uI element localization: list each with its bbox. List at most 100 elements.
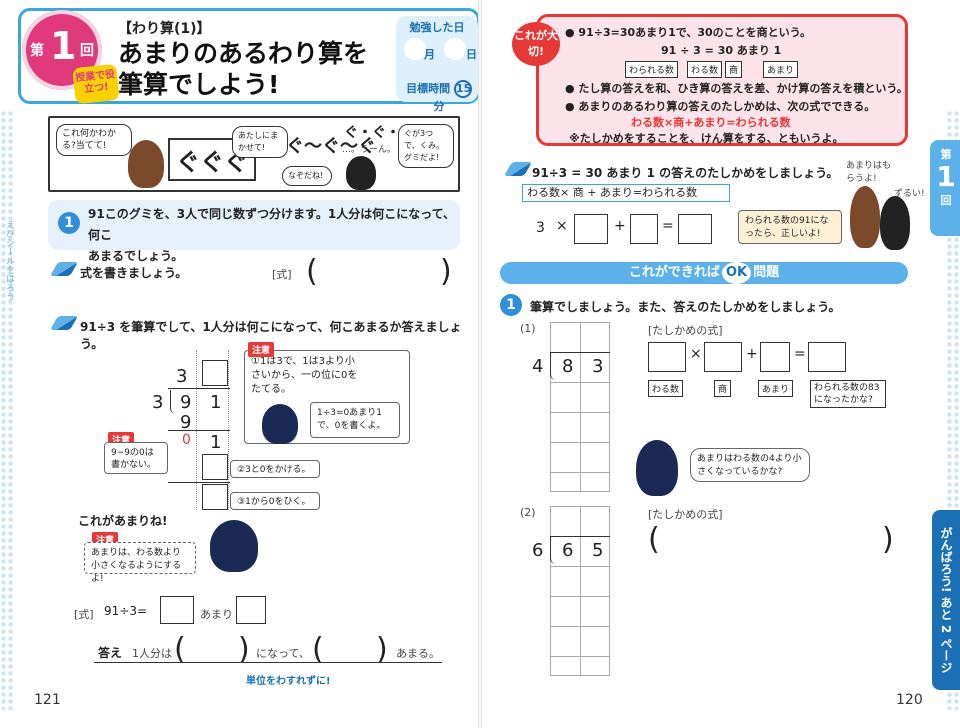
dividend-8: 8 [562, 356, 574, 377]
month-circle[interactable] [404, 38, 426, 60]
girl-thinking-illustration [636, 440, 678, 496]
question-line-2: あまるでしょう。 [88, 249, 184, 263]
important-line-2: 91 ÷ 3 = 30 あまり 1 [661, 44, 782, 57]
check-remainder-box[interactable] [630, 214, 658, 244]
sfx-gu-wave: ぐ〜ぐ〜ぐ [286, 136, 376, 157]
check-label-2: [たしかめの式] [648, 508, 723, 521]
check2-answer-area[interactable] [666, 526, 878, 554]
quotient-tens: 3 [176, 366, 188, 387]
remainder-box[interactable] [202, 484, 228, 510]
target-unit: 分 [433, 100, 445, 113]
check-quotient-box[interactable] [574, 214, 608, 244]
page-title: あまりのあるわり算を 筆算でしよう! [118, 38, 368, 100]
paren-open: ( [312, 632, 324, 667]
day-circle[interactable] [444, 38, 466, 60]
dividend-6: 6 [562, 540, 574, 561]
check-result-box[interactable] [678, 214, 712, 244]
work-grid-1[interactable] [550, 322, 610, 492]
pencil-icon [49, 262, 79, 276]
tab-prefix: 第 [940, 148, 952, 161]
quotient-ones-box[interactable] [202, 360, 228, 386]
label-quotient: 商 [725, 61, 743, 78]
ok-bar-suffix: 問題 [753, 265, 780, 280]
paren-open: ( [174, 632, 186, 667]
unit-reminder: 単位をわすれずに! [246, 676, 331, 687]
badge-suffix: 回 [80, 43, 94, 59]
divisor-6: 6 [532, 540, 544, 561]
answer-part2: になって、 [256, 647, 310, 660]
amari-label: あまり [200, 608, 233, 621]
girl-pointing-illustration [262, 404, 298, 444]
remainder-answer-box[interactable] [236, 596, 266, 624]
comic-bubble-2: あたしにまかせて! [232, 126, 288, 158]
study-date-panel: 勉強した日 月 日 目標時間 15 分 [396, 16, 478, 113]
subtraction-line-1 [168, 430, 230, 431]
target-minutes: 15 [453, 80, 472, 98]
page-number-right: 120 [896, 692, 923, 708]
day-label: 日 [466, 48, 477, 61]
boy-illustration [850, 186, 880, 248]
subtraction-line-2 [168, 482, 230, 483]
work-grid-2[interactable] [550, 506, 610, 676]
equals-sign: = [662, 218, 674, 234]
label-remainder: あまり [763, 61, 799, 78]
answer-part1: 1人分は [132, 647, 172, 660]
answer-part3: あまる。 [396, 647, 440, 660]
bring-down-1: 1 [210, 432, 222, 453]
comic-strip: これ何かわかる?当てて! ぐぐぐ あたしにまかせて! ぐ〜ぐ〜ぐ なぞだね! ぐ… [48, 116, 460, 192]
paren-open: ( [648, 522, 660, 557]
check1-label-result: わられる数の83になったかな? [810, 380, 886, 408]
badge-prefix: 第 [30, 43, 44, 59]
quotient-answer-box[interactable] [160, 596, 194, 624]
target-time-label: 目標時間 [406, 82, 451, 95]
left-dot-strip [0, 110, 14, 710]
left-page: えびシールをはろう 第 1 回 授業で役立つ! 【わり算(1)】 あまりのあるわ… [0, 8, 480, 710]
note-step2: ②3と0をかける。 [230, 460, 320, 478]
check1-remainder-box[interactable] [760, 342, 790, 372]
check1-label-quotient: 商 [714, 380, 732, 397]
instruction-check: 91÷3 = 30 あまり 1 の答えのたしかめをしましょう。 [532, 166, 839, 180]
dividend-ones: 1 [210, 392, 222, 413]
plus-sign: + [614, 218, 626, 234]
division-bracket [550, 352, 556, 380]
lesson-badge: 第 1 回 [22, 10, 102, 90]
paren-close: ) [882, 522, 894, 557]
tab-suffix: 回 [940, 194, 952, 207]
check1-divisor-box[interactable] [648, 342, 686, 372]
unwritten-zero: 0 [182, 432, 191, 448]
remainder-count-answer[interactable] [328, 638, 376, 662]
division-bar [550, 352, 610, 353]
sticker-hint: えびシールをはろう [4, 220, 14, 301]
per-person-answer[interactable] [190, 638, 238, 662]
question-number: 1 [500, 294, 522, 316]
remainder-callout: これがあまりね! [78, 514, 168, 528]
paren-close: ) [440, 254, 452, 289]
check1-result-box[interactable] [808, 342, 846, 372]
paren-close: ) [238, 632, 250, 667]
dividend-5: 5 [592, 540, 604, 561]
instruction-write-expression: 式を書きましょう。 [80, 266, 188, 280]
lesson-side-tab: 第 1 回 [930, 140, 960, 236]
product-box[interactable] [202, 454, 228, 480]
sfx-gu-dot: ぐ・ぐ・ぐ [344, 125, 414, 141]
important-badge: これが大切! [512, 22, 560, 66]
check1-quotient-box[interactable] [704, 342, 742, 372]
question-1-box: 1 91このグミを、3人で同じ数ずつ分けます。1人分は何こになって、何こ あまる… [48, 200, 460, 263]
important-line-4: ● あまりのあるわり算の答えのたしかめは、次の式でできる。 [565, 100, 876, 113]
important-box: ● 91÷3=30あまり1で、30のことを商という。 91 ÷ 3 = 30 あ… [536, 14, 908, 146]
paren-open: ( [306, 254, 318, 289]
division-bar [550, 536, 610, 537]
expression-answer-area[interactable] [322, 258, 442, 284]
instruction-long-division: 91÷3 を筆算でして、1人分は何こになって、何こあまるか答えましょう。 [80, 320, 462, 351]
check1-label-divisor: わる数 [648, 380, 684, 397]
studied-label: 勉強した日 [409, 21, 465, 34]
question-text-right: 筆算でしましょう。また、答えのたしかめをしましょう。 [530, 300, 841, 314]
pencil-icon [49, 316, 79, 330]
divisor-4: 4 [532, 356, 544, 377]
comic-bubble-3: なぞだね! [282, 166, 332, 186]
title-line-1: あまりのあるわり算を [118, 39, 369, 68]
question-line-1: 91このグミを、3人で同じ数ずつ分けます。1人分は何こになって、何こ [88, 207, 456, 242]
equation-text: 91÷3= [104, 604, 148, 618]
important-line-1: ● 91÷3=30あまり1で、30のことを商という。 [565, 26, 811, 39]
ok-word: OK [721, 262, 752, 284]
